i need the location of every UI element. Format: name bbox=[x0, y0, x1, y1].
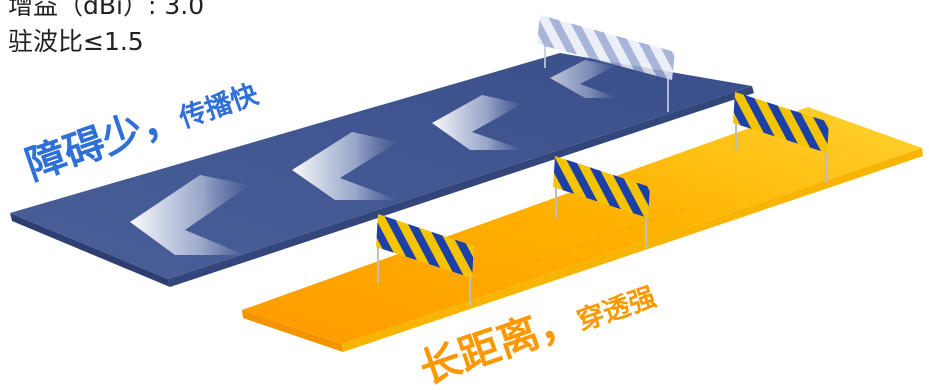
orange-lane-top bbox=[242, 107, 922, 344]
chevron-1 bbox=[130, 175, 250, 255]
spec-vswr: 驻波比≤1.5 bbox=[8, 27, 144, 56]
faded-barrier bbox=[537, 15, 675, 112]
orange-lane-side-right bbox=[342, 148, 923, 352]
barrier-1 bbox=[376, 214, 474, 305]
blue-lane bbox=[10, 53, 754, 287]
barrier-2 bbox=[553, 156, 650, 248]
blue-lane-caption-small: 传播快 bbox=[175, 79, 264, 135]
barrier-3-board bbox=[733, 92, 829, 153]
chevron-2 bbox=[292, 132, 398, 200]
orange-lane-side bbox=[242, 310, 343, 352]
orange-lane-road-mark bbox=[419, 206, 691, 301]
faded-barrier-board bbox=[537, 15, 675, 80]
barrier-1-board bbox=[376, 214, 474, 278]
orange-lane bbox=[242, 107, 923, 352]
blue-lane-side bbox=[10, 213, 170, 287]
chevron-4 bbox=[550, 60, 618, 98]
barrier-3 bbox=[733, 92, 829, 183]
spec-gain: 增益（dBi）: 3.0 bbox=[8, 0, 205, 20]
chevron-3 bbox=[432, 95, 524, 150]
blue-lane-side-right bbox=[168, 86, 754, 287]
orange-lane-caption-small: 穿透强 bbox=[573, 281, 660, 338]
barrier-2-board bbox=[553, 156, 650, 218]
